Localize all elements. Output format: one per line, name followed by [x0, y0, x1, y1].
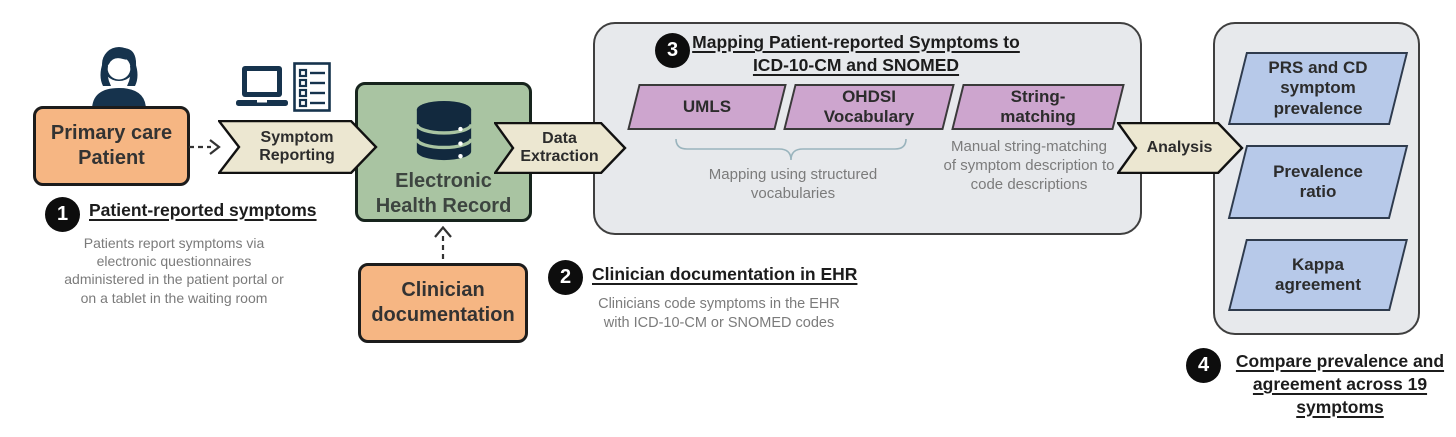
step-3-badge: 3 — [655, 33, 690, 68]
dashed-arrow-up-icon — [434, 226, 452, 261]
analysis-arrow: Analysis — [1117, 122, 1244, 174]
step-4-title: Compare prevalence and agreement across … — [1235, 351, 1445, 417]
step-1-title: Patient-reported symptoms — [89, 200, 317, 220]
data-extraction-arrow: Data Extraction — [494, 122, 627, 174]
structured-mapping-note: Mapping using structured vocabularies — [708, 166, 878, 202]
method-umls-label: UMLS — [682, 96, 732, 116]
primary-care-patient-label: Primary care Patient — [50, 122, 173, 169]
method-string-matching-label: String-matching — [1000, 86, 1076, 126]
clinician-documentation-label: Clinician documentation — [371, 279, 515, 326]
chevron-arrow-shape — [1117, 122, 1244, 174]
step-3-title: Mapping Patient-reported Symptoms to ICD… — [692, 32, 1020, 75]
clinician-documentation-box: Clinician documentation — [358, 263, 528, 343]
ehr-label: Electronic Health Record — [375, 170, 512, 217]
method-umls: UMLS — [627, 84, 787, 130]
output-prevalence-ratio: Prevalence ratio — [1227, 145, 1409, 219]
questionnaire-checklist-icon — [293, 62, 331, 112]
output-kappa-agreement-label: Kappa agreement — [1275, 254, 1361, 294]
output-prevalence: PRS and CD symptom prevalence — [1227, 52, 1409, 125]
laptop-icon — [236, 66, 288, 106]
outputs-panel: PRS and CD symptom prevalence Prevalence… — [1213, 22, 1420, 335]
step-1-badge: 1 — [45, 197, 80, 232]
output-kappa-agreement: Kappa agreement — [1228, 239, 1408, 311]
output-prevalence-label: PRS and CD symptom prevalence — [1268, 57, 1368, 118]
dashed-arrow-right-icon — [189, 139, 221, 155]
step-2-badge: 2 — [548, 260, 583, 295]
manual-matching-note: Manual string-matching of symptom descri… — [943, 138, 1115, 193]
symptom-reporting-label: Symptom Reporting — [259, 128, 335, 164]
chevron-arrow-shape — [494, 122, 627, 174]
patient-person-icon — [92, 47, 146, 110]
method-ohdsi-vocabulary: OHDSI Vocabulary — [783, 84, 955, 130]
analysis-label: Analysis — [1146, 138, 1213, 156]
step-2-description: Clinicians code symptoms in the EHR with… — [598, 296, 840, 331]
output-prevalence-ratio-label: Prevalence ratio — [1273, 161, 1363, 201]
method-string-matching: String-matching — [951, 84, 1125, 130]
database-icon — [414, 100, 473, 161]
method-ohdsi-label: OHDSI Vocabulary — [823, 86, 915, 126]
step-2-title: Clinician documentation in EHR — [592, 264, 858, 284]
symptom-reporting-arrow: Symptom Reporting — [218, 120, 378, 174]
chevron-arrow-shape — [218, 120, 378, 174]
data-extraction-label: Data Extraction — [520, 129, 599, 165]
brace-icon — [675, 138, 907, 161]
mapping-panel: 3 Mapping Patient-reported Symptoms to I… — [593, 22, 1142, 235]
step-1-description: Patients report symptoms via electronic … — [64, 235, 284, 306]
primary-care-patient-box: Primary care Patient — [33, 106, 190, 186]
step-4-badge: 4 — [1186, 348, 1221, 383]
ehr-box: Electronic Health Record — [355, 82, 532, 222]
